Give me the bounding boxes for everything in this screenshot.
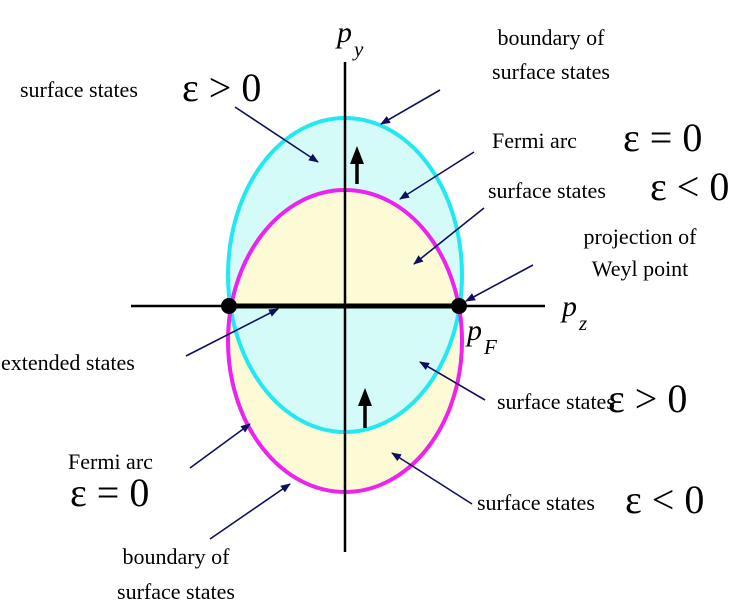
label-fermi-arc-top: Fermi arc [492, 128, 577, 153]
label-fermi-arc-bot: Fermi arc [68, 449, 153, 474]
pointer-weyl-point [465, 264, 534, 302]
pointer-surface-neg-bot [391, 452, 473, 505]
pf-label: pF [465, 314, 497, 359]
pointer-surface-neg-top [413, 207, 485, 265]
label-weyl-line2: Weyl point [592, 256, 689, 281]
label-boundary-top-line2: surface states [492, 59, 610, 84]
py-axis-label: py [335, 16, 364, 61]
label-surface-neg-top: surface states [488, 178, 606, 203]
label-surface-pos-bot-eps: ε > 0 [608, 376, 687, 421]
label-surface-neg-top-eps: ε < 0 [650, 164, 729, 209]
flow-arrow-upper [350, 146, 364, 184]
label-surface-neg-bot: surface states [477, 490, 595, 515]
pointer-surface-pos-bot [419, 361, 486, 401]
label-boundary-top-line1: boundary of [498, 25, 606, 50]
pointer-fermi-arc-top [399, 151, 475, 200]
label-weyl-line1: projection of [583, 224, 697, 249]
label-boundary-bot-line2: surface states [117, 579, 235, 604]
label-surface-pos-bot: surface states [497, 389, 615, 414]
pz-axis-label: pz [560, 290, 587, 335]
label-surface-pos-top: surface states [20, 77, 138, 102]
flow-arrow-lower [358, 388, 372, 428]
label-fermi-arc-bot-eps: ε = 0 [70, 470, 149, 515]
pointer-boundary-top [380, 89, 441, 125]
label-surface-pos-top-eps: ε > 0 [182, 65, 261, 110]
weyl-point-left [221, 298, 237, 314]
pointer-surface-pos-top [234, 106, 319, 163]
weyl-point-right [451, 298, 467, 314]
pointer-fermi-arc-bot [189, 423, 251, 469]
label-extended-states: extended states [1, 350, 135, 375]
label-surface-neg-bot-eps: ε < 0 [625, 477, 704, 522]
pointer-boundary-bot [209, 483, 291, 540]
pointer-extended-states [185, 308, 279, 357]
label-fermi-arc-top-eps: ε = 0 [623, 115, 702, 160]
label-boundary-bot-line1: boundary of [123, 544, 231, 569]
